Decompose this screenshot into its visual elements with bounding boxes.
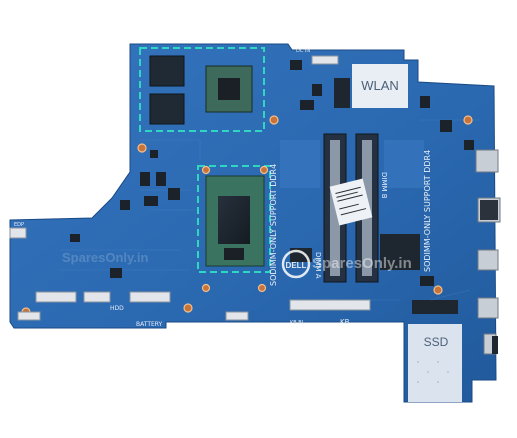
dimm-b-text: DIMM B <box>380 172 388 199</box>
hdd-text: HDD <box>110 305 124 312</box>
kb-bl-text: KB BL <box>290 320 305 326</box>
cpu-die <box>218 196 250 244</box>
dc-in-text: DC IN <box>296 48 310 54</box>
chip-near-dimm <box>380 234 420 270</box>
barcode-sticker <box>329 178 373 226</box>
dimm-a-text: DIMM A <box>314 252 322 279</box>
gpu-die <box>218 78 240 100</box>
ssd-label: SSD <box>424 335 449 349</box>
vram-chip-2 <box>149 93 185 125</box>
wlan-connector <box>334 78 350 108</box>
bottom-connectors <box>9 227 371 321</box>
watermark-left: SparesOnly.in <box>62 250 149 265</box>
dell-logo: DELL <box>281 249 311 279</box>
ethernet-port <box>480 200 498 220</box>
kb-text: KB <box>340 318 350 326</box>
wlan-label-sticker <box>352 64 408 108</box>
components <box>70 60 474 286</box>
barcode-lines <box>335 186 367 216</box>
ram-pad-right <box>384 140 424 188</box>
top-connector <box>311 55 339 65</box>
gpu-region-highlight <box>139 47 265 132</box>
battery-text: BATTERY <box>136 321 163 328</box>
ssd-dots <box>417 361 449 383</box>
svg-text:DELL: DELL <box>286 261 307 270</box>
audio-jack <box>492 336 498 354</box>
vram-chip-1 <box>149 55 185 87</box>
ram-pad-left <box>280 140 320 188</box>
dimm-a-support-text: SODIMM-ONLY SUPPORT DDR4 <box>269 164 278 286</box>
dimm-b-support-text: SODIMM-ONLY SUPPORT DDR4 <box>423 150 432 272</box>
edp-text: EDP <box>14 222 24 228</box>
ssd-connector <box>412 300 458 314</box>
cpu-region-highlight <box>197 165 271 273</box>
watermark-right: SparesOnly.in <box>312 255 412 272</box>
ssd-slot-area <box>408 324 462 402</box>
wlan-label: WLAN <box>361 78 399 93</box>
cpu-die-2 <box>224 248 244 260</box>
